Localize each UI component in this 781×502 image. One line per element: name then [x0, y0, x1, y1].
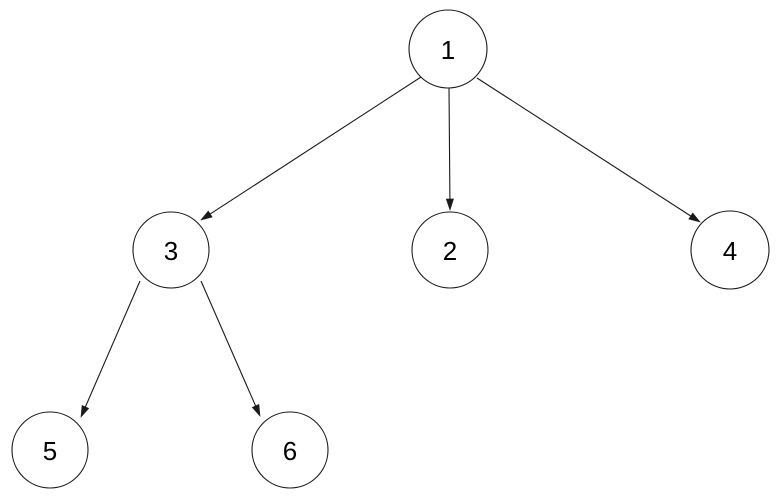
node-circle	[408, 9, 488, 89]
node-label: 5	[43, 436, 57, 466]
edges-layer	[80, 76, 701, 418]
edge-line	[448, 87, 451, 202]
edge-arrowhead-icon	[445, 198, 454, 211]
graph-edge[interactable]	[445, 87, 454, 211]
graph-edge[interactable]	[476, 77, 701, 223]
edge-arrowhead-icon	[688, 212, 701, 223]
node-circle	[411, 211, 489, 289]
graph-node-2[interactable]: 2	[411, 211, 489, 289]
edge-line	[200, 280, 257, 408]
edge-line	[84, 280, 141, 409]
graph-node-4[interactable]: 4	[690, 210, 770, 290]
graph-edge[interactable]	[200, 280, 261, 417]
node-label: 3	[164, 236, 178, 266]
graph-node-1[interactable]: 1	[408, 9, 488, 89]
edge-arrowhead-icon	[80, 405, 90, 418]
node-label: 1	[441, 35, 455, 65]
graph-node-5[interactable]: 5	[11, 411, 89, 489]
node-label: 6	[283, 436, 297, 466]
nodes-layer: 1 2 3 4 5 6	[11, 9, 770, 489]
graph-node-3[interactable]: 3	[132, 211, 210, 289]
graph-edge[interactable]	[200, 76, 422, 221]
node-circle	[11, 411, 89, 489]
node-circle	[690, 210, 770, 290]
node-circle	[251, 411, 329, 489]
edge-line	[476, 77, 693, 218]
node-label: 2	[443, 236, 457, 266]
graph-edge[interactable]	[80, 280, 141, 418]
edge-arrowhead-icon	[251, 404, 261, 417]
node-label: 4	[723, 236, 737, 266]
graph-node-6[interactable]: 6	[251, 411, 329, 489]
edge-line	[208, 76, 422, 216]
edge-arrowhead-icon	[200, 210, 213, 221]
node-circle	[132, 211, 210, 289]
